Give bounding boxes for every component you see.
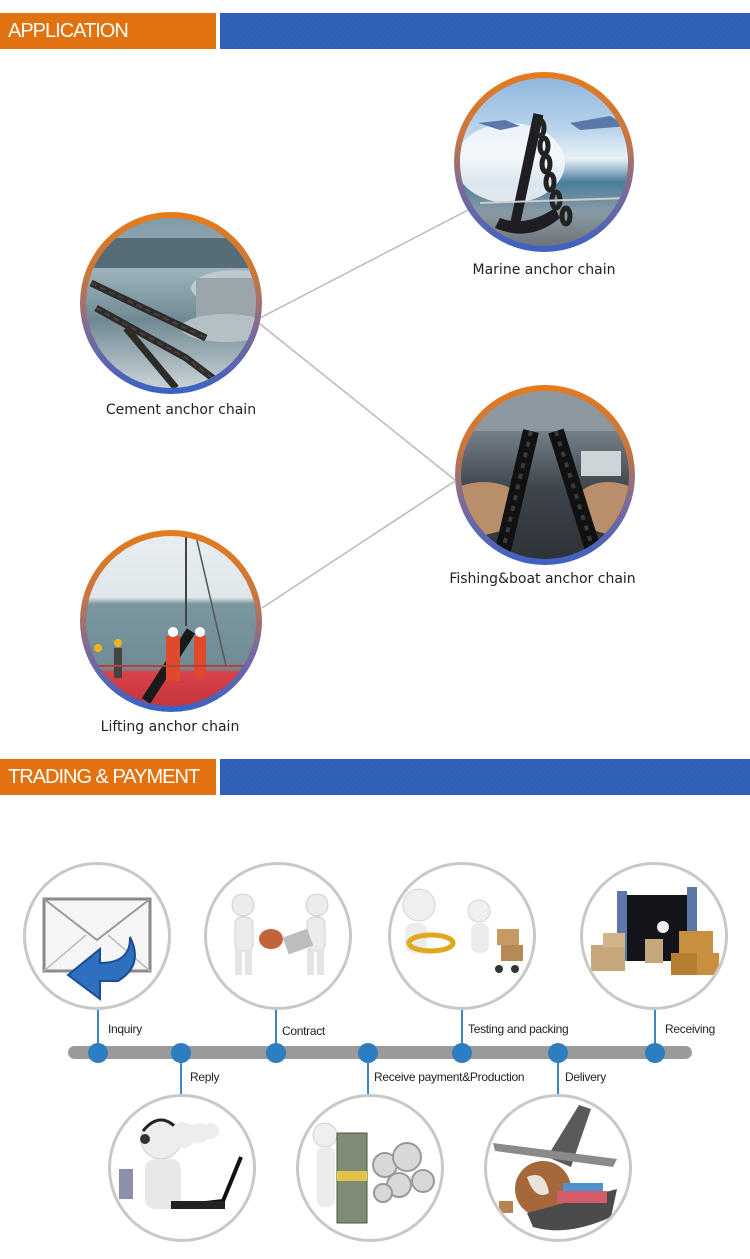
timeline-bar xyxy=(68,1046,692,1059)
receive-payment-production-image xyxy=(296,1094,444,1242)
mail-reply-icon xyxy=(42,897,152,1001)
reply-label: Reply xyxy=(190,1070,220,1084)
delivery-dot xyxy=(548,1043,568,1063)
delivery-stem xyxy=(557,1052,559,1094)
fishing-boat-anchor-chain-image xyxy=(455,385,635,565)
cement-anchor-chain-label: Cement anchor chain xyxy=(105,402,257,418)
receive-payment-label: Receive payment&Production xyxy=(374,1070,525,1084)
reply-stem xyxy=(180,1052,182,1094)
inquiry-image xyxy=(23,862,171,1010)
application-title-text: APPLICATION xyxy=(8,19,129,42)
inquiry-label: Inquiry xyxy=(108,1022,142,1036)
delivery-label: Delivery xyxy=(565,1070,606,1084)
anchor-icon xyxy=(460,113,628,234)
trading-header-bar xyxy=(220,759,750,795)
payment-dot xyxy=(358,1043,378,1063)
inquiry-stem xyxy=(97,1010,99,1052)
marine-anchor-chain-label: Marine anchor chain xyxy=(472,262,616,278)
delivery-image xyxy=(484,1094,632,1242)
inquiry-dot xyxy=(88,1043,108,1063)
cement-anchor-chain-image xyxy=(80,212,262,394)
testing-packing-image xyxy=(388,862,536,1010)
fishing-boat-anchor-chain-label: Fishing&boat anchor chain xyxy=(449,571,636,587)
connector-lines xyxy=(259,209,469,609)
reply-image xyxy=(108,1094,256,1242)
application-header-bar xyxy=(220,13,750,49)
receiving-label: Receiving xyxy=(665,1022,715,1036)
marine-anchor-chain-image xyxy=(454,72,634,252)
testing-dot xyxy=(452,1043,472,1063)
receiving-image xyxy=(580,862,728,1010)
application-section-title: APPLICATION xyxy=(0,13,216,49)
contract-dot xyxy=(266,1043,286,1063)
money-gears-icon xyxy=(312,1122,435,1224)
lifting-anchor-chain-image xyxy=(80,530,262,712)
contract-image xyxy=(204,862,352,1010)
receiving-stem xyxy=(654,1010,656,1052)
windlass-icon xyxy=(86,238,256,388)
deck-chain-icon xyxy=(461,391,629,559)
payment-stem xyxy=(367,1052,369,1094)
contract-label: Contract xyxy=(282,1024,325,1038)
testing-stem xyxy=(461,1010,463,1052)
receiving-dot xyxy=(645,1043,665,1063)
lifting-anchor-chain-label: Lifting anchor chain xyxy=(100,719,240,735)
contract-stamp-icon xyxy=(231,893,329,975)
reply-dot xyxy=(171,1043,191,1063)
trading-title-text: TRADING & PAYMENT xyxy=(8,765,200,788)
trading-section-title: TRADING & PAYMENT xyxy=(0,759,216,795)
call-center-icon xyxy=(119,1118,243,1209)
inspection-packing-icon xyxy=(402,888,523,973)
lifting-icon xyxy=(86,536,256,704)
container-boxes-icon xyxy=(591,887,719,975)
contract-stem xyxy=(275,1010,277,1052)
testing-packing-label: Testing and packing xyxy=(468,1022,569,1036)
plane-ship-globe-icon xyxy=(493,1105,617,1231)
